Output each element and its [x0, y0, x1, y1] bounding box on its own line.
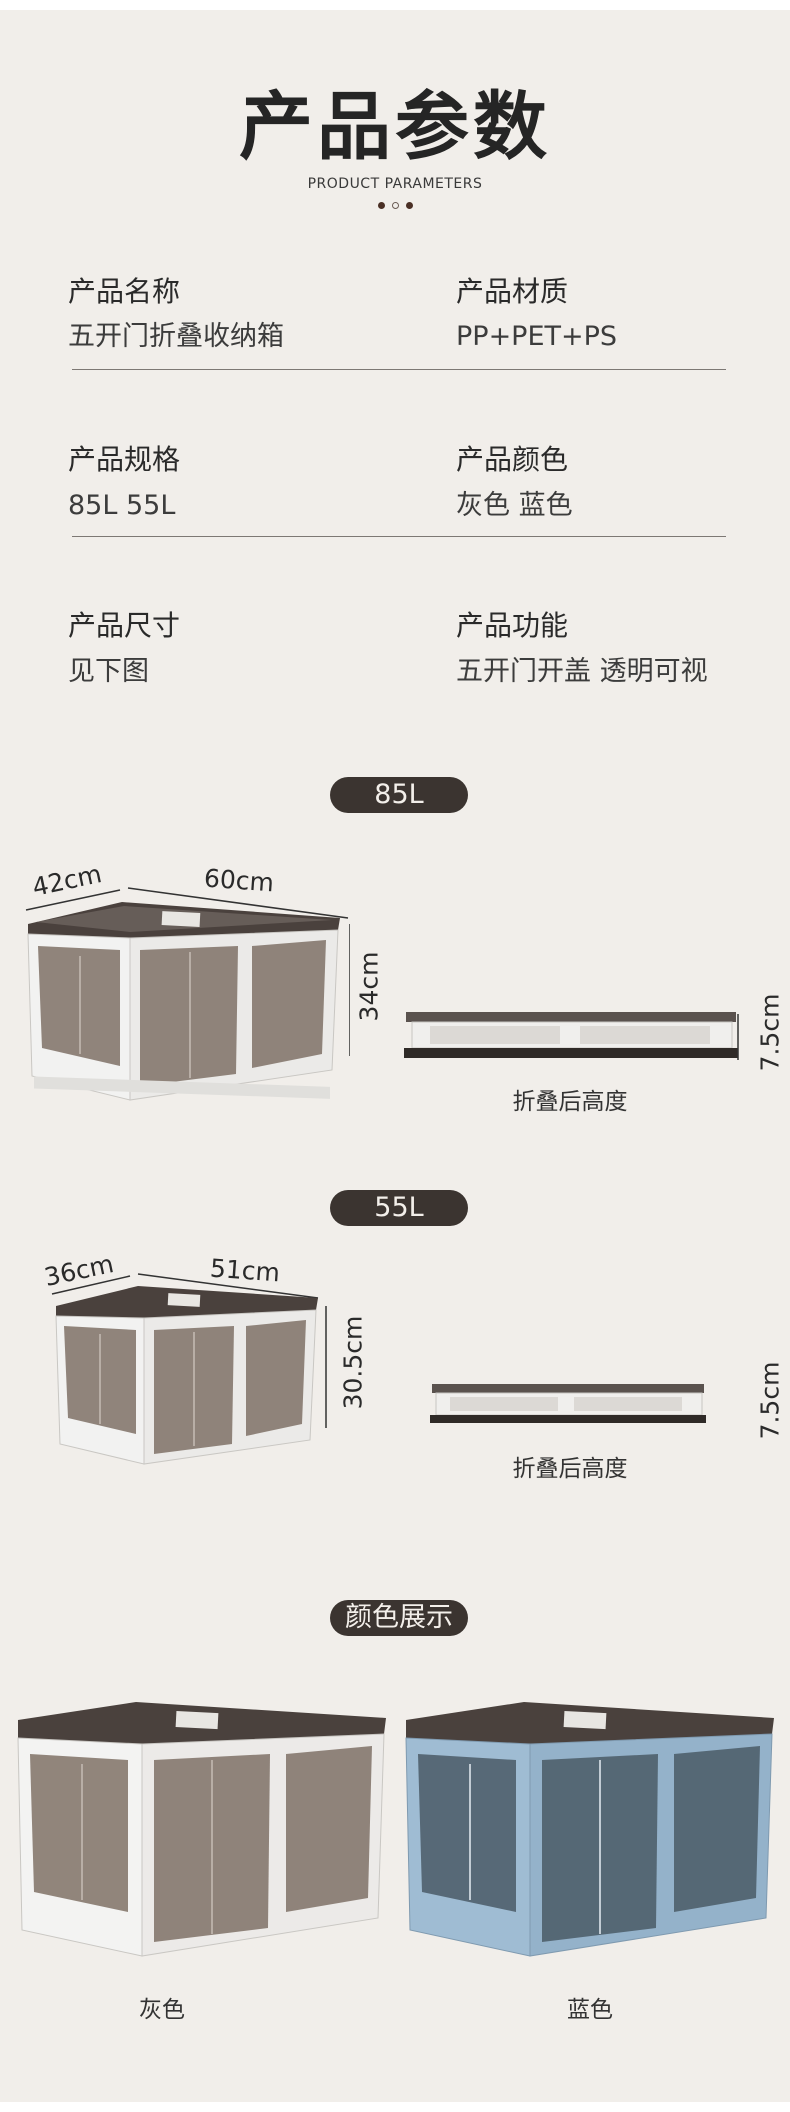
color-display-badge: 颜色展示	[330, 1600, 468, 1636]
height-dimension-85l: 34cm	[354, 951, 384, 1022]
dot-icon	[405, 202, 413, 209]
spec-dimension-label: 产品尺寸	[68, 609, 181, 642]
spec-function-label: 产品功能	[456, 609, 569, 642]
folded-height-caption-85l: 折叠后高度	[512, 1089, 628, 1115]
color-gray-label: 灰色	[139, 1997, 185, 2023]
dot-hollow-icon	[391, 202, 399, 209]
spec-color-label: 产品颜色	[456, 443, 569, 476]
storage-box-85l-illustration	[25, 887, 350, 1101]
spec-divider	[72, 536, 726, 537]
color-blue-label: 蓝色	[567, 1997, 613, 2023]
blue-box-illustration	[405, 1702, 774, 1957]
title-decoration-dots	[0, 202, 790, 209]
spec-name-label: 产品名称	[68, 275, 181, 308]
storage-box-55l-illustration	[51, 1273, 327, 1465]
spec-material-label: 产品材质	[456, 275, 569, 308]
spec-material-value: PP+PET+PS	[456, 321, 618, 352]
spec-dimension-value: 见下图	[68, 656, 149, 687]
folded-height-85l: 7.5cm	[755, 993, 785, 1072]
folded-height-caption-55l: 折叠后高度	[512, 1456, 628, 1482]
spec-function-value: 五开门开盖 透明可视	[456, 656, 708, 687]
spec-color-value: 灰色 蓝色	[456, 490, 573, 521]
width-dimension-55l: 51cm	[209, 1253, 281, 1288]
folded-box-55l-illustration	[430, 1384, 706, 1423]
page-title: 产品参数	[239, 84, 551, 170]
spec-size-label: 产品规格	[68, 443, 181, 476]
size-55l-badge: 55L	[330, 1190, 468, 1226]
folded-height-55l: 7.5cm	[755, 1361, 785, 1440]
dot-icon	[377, 202, 385, 209]
width-dimension-85l: 60cm	[203, 863, 275, 898]
gray-box-illustration	[17, 1702, 386, 1957]
page-subtitle: PRODUCT PARAMETERS	[307, 176, 483, 192]
size-85l-badge: 85L	[330, 777, 468, 813]
spec-divider	[72, 369, 726, 370]
spec-name-value: 五开门折叠收纳箱	[68, 321, 284, 352]
height-dimension-55l: 30.5cm	[338, 1315, 368, 1410]
folded-box-85l-illustration	[404, 1012, 739, 1060]
spec-size-value: 85L 55L	[68, 490, 176, 521]
